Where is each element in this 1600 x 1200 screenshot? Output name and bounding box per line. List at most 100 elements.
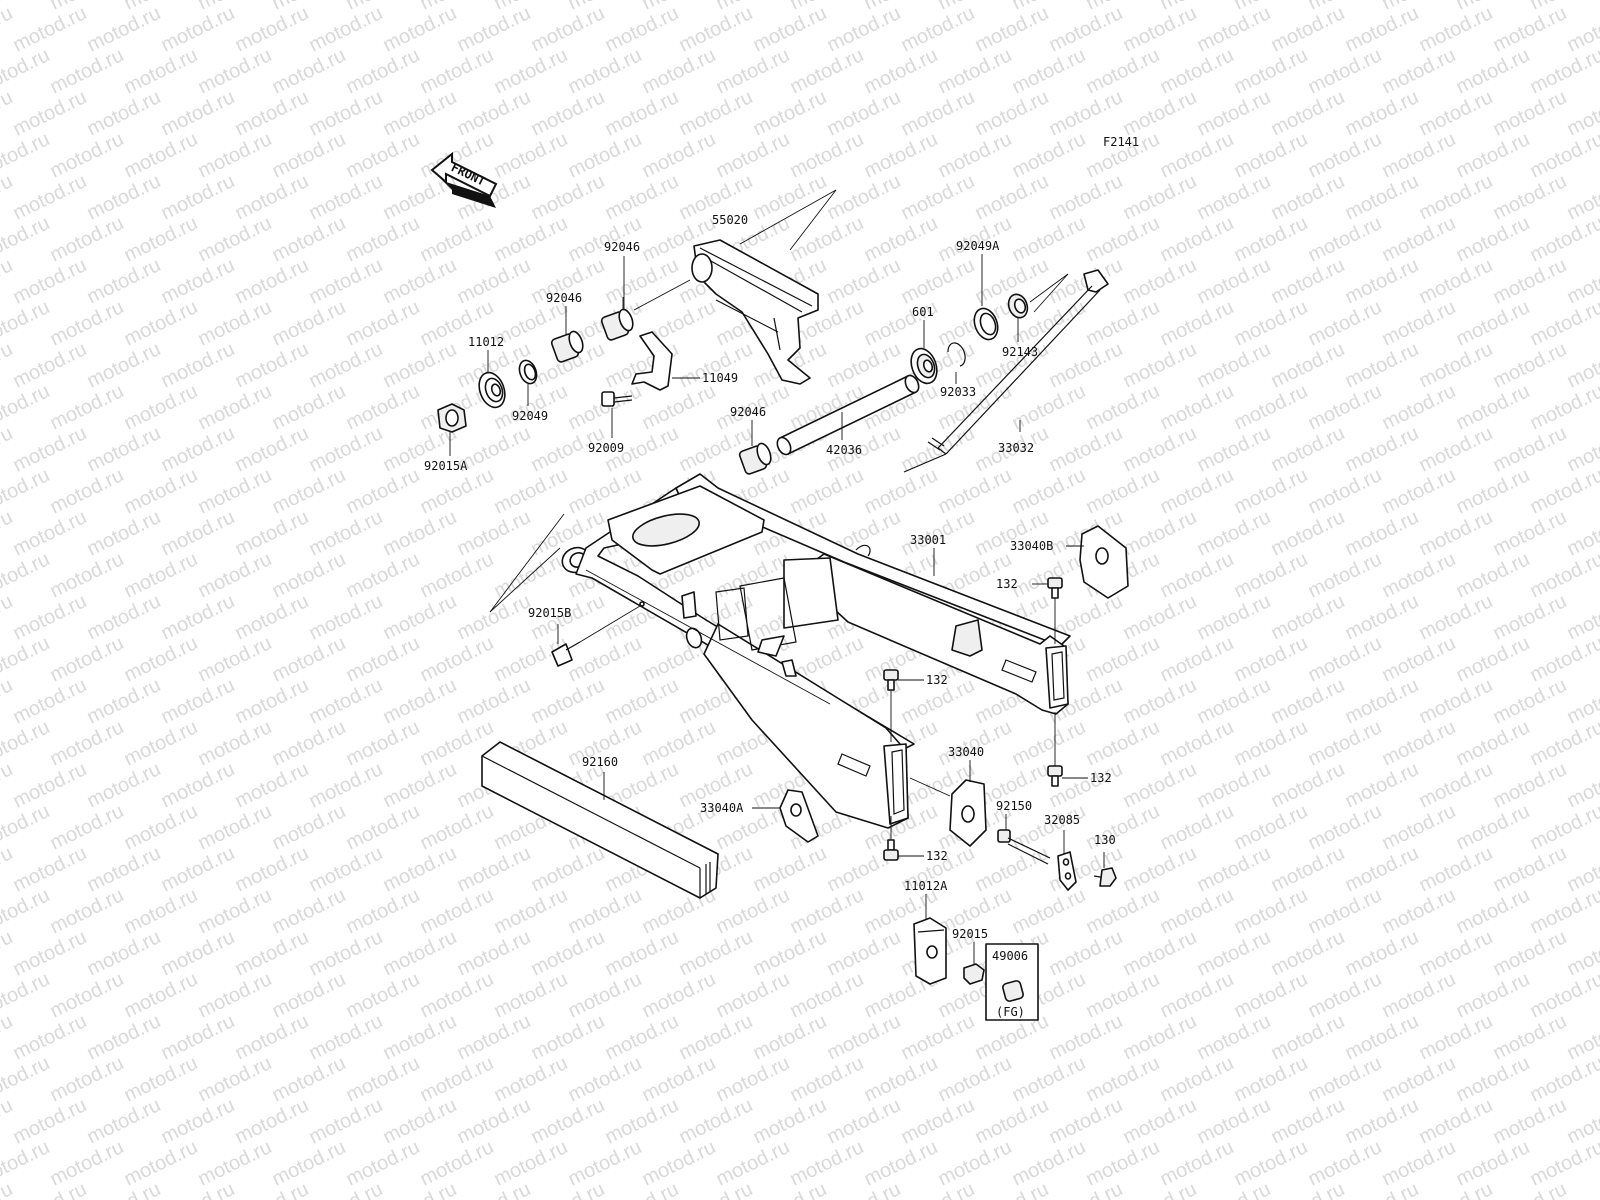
watermark-text: motod.ru	[343, 44, 424, 98]
watermark-text: motod.ru	[639, 380, 720, 434]
part-label-92049: 92049	[512, 409, 548, 423]
watermark-text: motod.ru	[195, 1052, 276, 1106]
watermark-text: motod.ru	[84, 842, 165, 896]
watermark-text: motod.ru	[121, 464, 202, 518]
watermark-text: motod.ru	[935, 716, 1016, 770]
watermark-text: motod.ru	[1120, 338, 1201, 392]
watermark-text: motod.ru	[306, 86, 387, 140]
watermark-text: motod.ru	[1083, 884, 1164, 938]
watermark-text: motod.ru	[1453, 128, 1534, 182]
watermark-text: motod.ru	[47, 800, 128, 854]
watermark-text: motod.ru	[417, 884, 498, 938]
watermark-text: motod.ru	[1046, 1010, 1127, 1064]
watermark-text: motod.ru	[750, 86, 831, 140]
watermark-text: motod.ru	[1379, 716, 1460, 770]
watermark-text: motod.ru	[47, 1052, 128, 1106]
plate-32085-part	[1057, 851, 1077, 891]
leader-line	[1029, 273, 1069, 303]
watermark-text: motod.ru	[1268, 590, 1349, 644]
watermark-text: motod.ru	[787, 884, 868, 938]
watermark-text: motod.ru	[454, 1178, 535, 1200]
watermark-text: motod.ru	[824, 86, 905, 140]
watermark-text: motod.ru	[1379, 128, 1460, 182]
watermark-text: motod.ru	[1268, 422, 1349, 476]
watermark-text: motod.ru	[491, 1052, 572, 1106]
watermark-text: motod.ru	[232, 2, 313, 56]
watermark-text: motod.ru	[380, 338, 461, 392]
bolt-132-part	[1047, 765, 1063, 787]
watermark-text: motod.ru	[491, 968, 572, 1022]
watermark-text: motod.ru	[1268, 1094, 1349, 1148]
watermark-text: motod.ru	[565, 44, 646, 98]
watermark-text: motod.ru	[454, 1094, 535, 1148]
watermark-text: motod.ru	[1231, 380, 1312, 434]
watermark-text: motod.ru	[1342, 422, 1423, 476]
watermark-text: motod.ru	[0, 86, 16, 140]
watermark-text: motod.ru	[1342, 758, 1423, 812]
watermark-text: motod.ru	[1120, 170, 1201, 224]
watermark-text: motod.ru	[750, 1010, 831, 1064]
watermark-text: motod.ru	[10, 1178, 91, 1200]
watermark-text: motod.ru	[269, 1052, 350, 1106]
watermark-text: motod.ru	[47, 548, 128, 602]
watermark-text: motod.ru	[528, 1010, 609, 1064]
watermark-text: motod.ru	[861, 44, 942, 98]
diagram-id: F2141	[1103, 135, 1139, 149]
watermark-text: motod.ru	[898, 1094, 979, 1148]
adjuster-33040-part	[949, 779, 987, 847]
chain-guard-92160-part	[481, 741, 719, 899]
watermark-text: motod.ru	[1453, 548, 1534, 602]
watermark-text: motod.ru	[0, 2, 16, 56]
watermark-text: motod.ru	[306, 1094, 387, 1148]
watermark-text: motod.ru	[1194, 506, 1275, 560]
watermark-text: motod.ru	[306, 674, 387, 728]
watermark-text: motod.ru	[1342, 926, 1423, 980]
watermark-text: motod.ru	[158, 422, 239, 476]
watermark-text: motod.ru	[1342, 1010, 1423, 1064]
watermark-text: motod.ru	[1194, 1094, 1275, 1148]
watermark-text: motod.ru	[232, 674, 313, 728]
watermark-text: motod.ru	[639, 716, 720, 770]
watermark-text: motod.ru	[1527, 968, 1600, 1022]
watermark-text: motod.ru	[898, 254, 979, 308]
watermark-text: motod.ru	[1009, 128, 1090, 182]
watermark-text: motod.ru	[158, 86, 239, 140]
watermark-text: motod.ru	[750, 1178, 831, 1200]
watermark-text: motod.ru	[0, 254, 16, 308]
watermark-text: motod.ru	[121, 800, 202, 854]
watermark-text: motod.ru	[232, 506, 313, 560]
part-label-42036: 42036	[826, 443, 862, 457]
watermark-text: motod.ru	[158, 926, 239, 980]
watermark-text: motod.ru	[1231, 884, 1312, 938]
watermark-text: motod.ru	[713, 548, 794, 602]
watermark-text: motod.ru	[1268, 674, 1349, 728]
watermark-text: motod.ru	[195, 800, 276, 854]
watermark-text: motod.ru	[0, 338, 16, 392]
watermark-text: motod.ru	[1120, 86, 1201, 140]
watermark-text: motod.ru	[1231, 44, 1312, 98]
watermark-text: motod.ru	[1194, 254, 1275, 308]
bracket-33040A-part	[779, 789, 819, 843]
watermark-text: motod.ru	[454, 842, 535, 896]
part-label-11012: 11012	[468, 335, 504, 349]
watermark-text: motod.ru	[1268, 254, 1349, 308]
watermark-text: motod.ru	[47, 716, 128, 770]
watermark-text: motod.ru	[10, 590, 91, 644]
watermark-text: motod.ru	[1342, 1178, 1423, 1200]
watermark-text: motod.ru	[1120, 422, 1201, 476]
spacer-11012-part	[478, 371, 506, 409]
watermark-text: motod.ru	[491, 884, 572, 938]
part-label-92150: 92150	[996, 799, 1032, 813]
watermark-text: motod.ru	[269, 212, 350, 266]
watermark-text: motod.ru	[1083, 296, 1164, 350]
watermark-text: motod.ru	[713, 44, 794, 98]
watermark-text: motod.ru	[269, 380, 350, 434]
watermark-text: motod.ru	[1490, 842, 1571, 896]
watermark-text: motod.ru	[1416, 506, 1497, 560]
watermark-text: motod.ru	[380, 926, 461, 980]
watermark-text: motod.ru	[343, 1136, 424, 1190]
watermark-text: motod.ru	[1194, 170, 1275, 224]
part-label-33032: 33032	[998, 441, 1034, 455]
watermark-text: motod.ru	[232, 1178, 313, 1200]
